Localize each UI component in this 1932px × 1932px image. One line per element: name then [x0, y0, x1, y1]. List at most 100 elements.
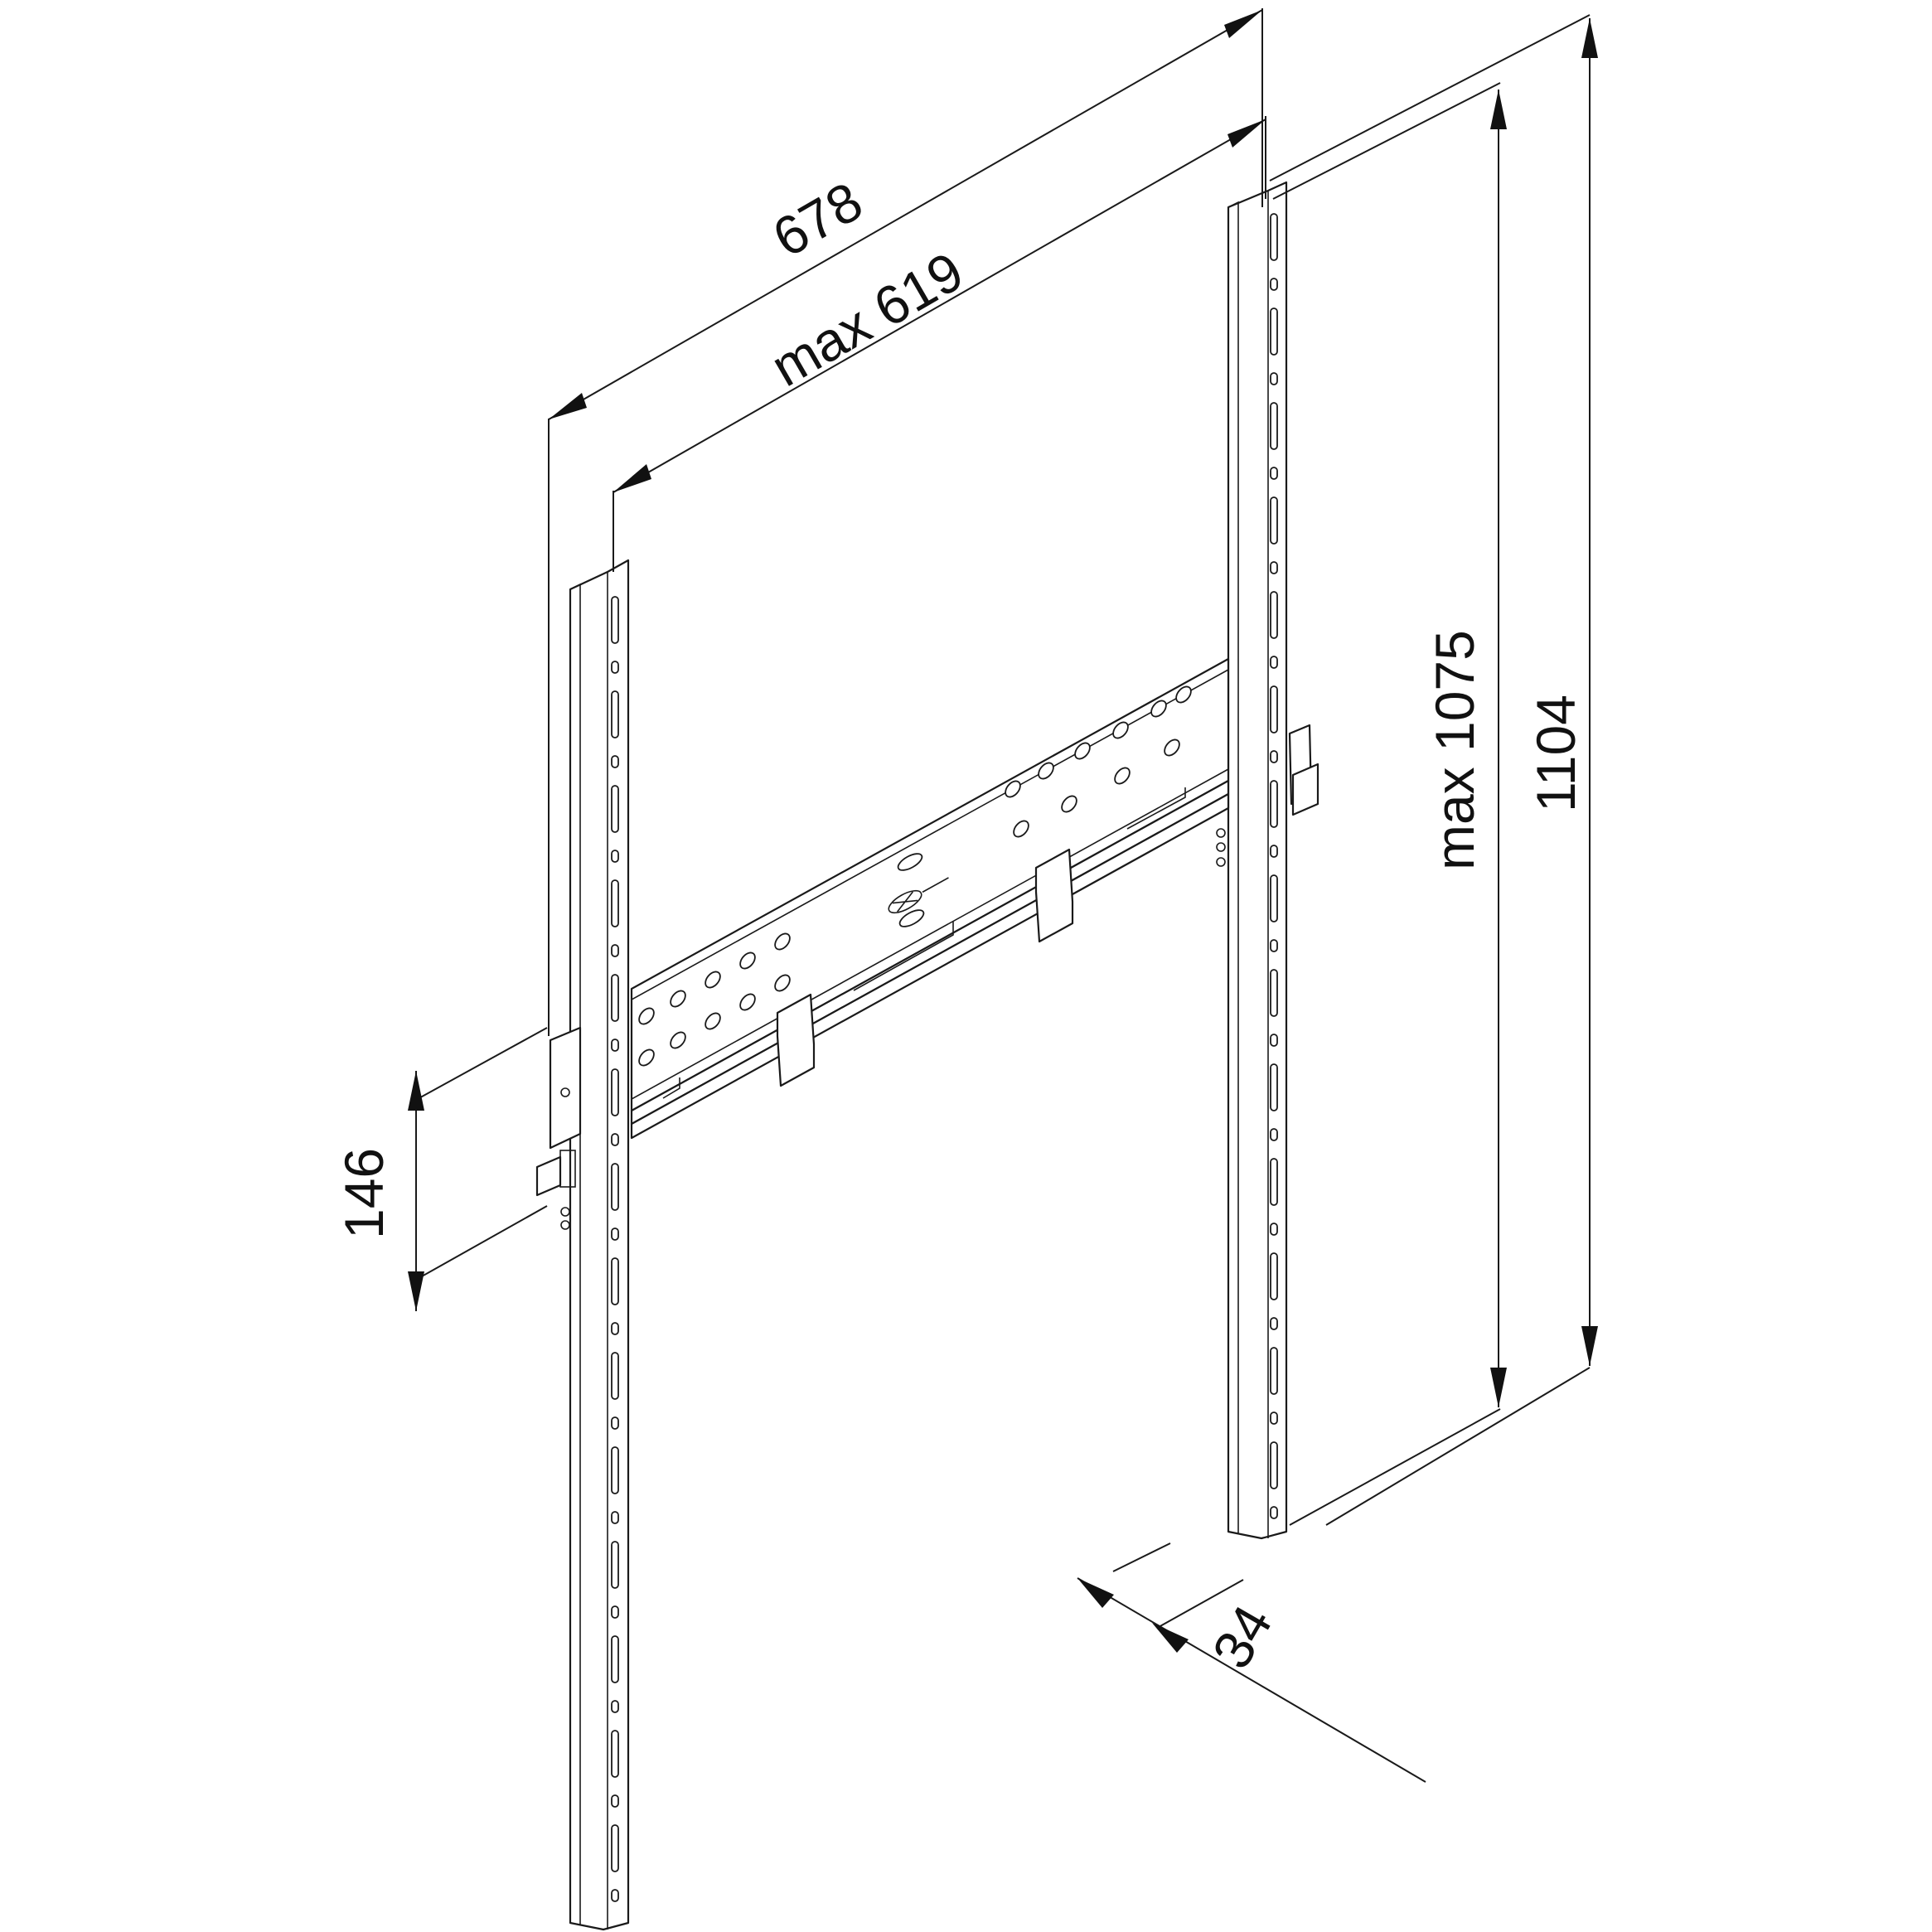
dimension-label-678: 678 — [763, 170, 872, 269]
rail-slot — [611, 1257, 619, 1305]
rail-slot — [611, 1068, 619, 1116]
plate-hole — [774, 932, 791, 951]
rail-slot — [1270, 939, 1278, 952]
left-rail — [569, 559, 630, 1931]
plate-hole — [739, 993, 756, 1011]
rail-slot — [611, 1511, 619, 1524]
rail-slot — [611, 690, 619, 738]
rail-slot — [611, 1700, 619, 1713]
plate-hole — [705, 1012, 721, 1030]
plate-mounting-holes — [638, 685, 1192, 1067]
rail-slot — [1270, 1223, 1278, 1236]
rail-slot — [611, 1794, 619, 1808]
plate-hole — [705, 971, 721, 989]
rail-slot — [1270, 685, 1278, 734]
rail-slot — [611, 1416, 619, 1430]
right-rail — [1227, 181, 1288, 1540]
plate-clamp-right — [1034, 848, 1074, 943]
rail-slot — [1270, 874, 1278, 922]
rail-slot — [611, 1824, 619, 1872]
dimension-max-width: max 619 — [613, 116, 1266, 572]
plate-hole — [1164, 738, 1180, 757]
rail-slot — [611, 944, 619, 957]
plate-hole — [1175, 685, 1192, 704]
right-rail-slots — [1270, 213, 1278, 1519]
plate-hole — [1061, 795, 1077, 813]
right-lock — [1216, 724, 1319, 867]
rail-slot — [611, 596, 619, 644]
rail-slot — [611, 1163, 619, 1211]
plate-hole — [774, 974, 791, 992]
rail-slot — [611, 1605, 619, 1619]
dimension-label-max-1075: max 1075 — [1424, 630, 1485, 870]
rail-slot — [611, 1039, 619, 1052]
rail-slot — [1270, 1411, 1278, 1425]
rail-slot — [1270, 1506, 1278, 1519]
dimension-label-34: 34 — [1200, 1595, 1284, 1678]
rail-slot — [1270, 213, 1278, 261]
rail-slot — [611, 1352, 619, 1400]
left-rail-slots — [611, 596, 619, 1902]
rail-slot — [1270, 780, 1278, 828]
rail-slot — [1270, 750, 1278, 763]
rail-slot — [1270, 496, 1278, 545]
rail-slot — [1270, 561, 1278, 574]
rail-slot — [611, 1227, 619, 1241]
rail-slot — [1270, 1063, 1278, 1111]
rail-slot — [611, 850, 619, 863]
rail-slot — [1270, 372, 1278, 385]
rail-slot — [1270, 467, 1278, 480]
plate-clamp-left — [776, 993, 816, 1087]
rail-slot — [1270, 591, 1278, 639]
dimension-label-1104: 1104 — [1525, 695, 1586, 812]
rail-slot — [611, 1322, 619, 1335]
rail-slot — [611, 755, 619, 768]
plate-center-hole — [897, 853, 923, 871]
rail-slot — [1270, 1034, 1278, 1047]
rail-slot — [611, 1133, 619, 1146]
plate-hole — [1013, 820, 1029, 838]
mounting-plate — [630, 657, 1230, 1140]
rail-slot — [1270, 845, 1278, 858]
plate-hole — [670, 1031, 686, 1049]
plate-hole — [1005, 780, 1021, 798]
rail-slot — [611, 785, 619, 833]
brand-logo — [888, 877, 949, 914]
plate-hole — [638, 1048, 655, 1067]
plate-hole — [1074, 742, 1091, 760]
rail-slot — [1270, 969, 1278, 1017]
plate-hole — [1114, 767, 1131, 785]
dimension-depth: 34 — [1077, 1542, 1426, 1783]
plate-hole — [1112, 721, 1129, 739]
dimension-max-height: max 1075 — [1272, 82, 1507, 1526]
left-lock — [535, 1026, 582, 1230]
rail-slot — [611, 879, 619, 927]
plate-hole — [670, 990, 686, 1008]
dimension-lock-spacing: 146 — [333, 1027, 548, 1311]
rail-slot — [611, 1889, 619, 1902]
plate-center-hole — [898, 909, 925, 927]
rail-slot — [1270, 402, 1278, 450]
rail-slot — [1270, 656, 1278, 669]
rail-slot — [1270, 1158, 1278, 1206]
rail-slot — [611, 1635, 619, 1683]
rail-slot — [1270, 1347, 1278, 1395]
rail-slot — [1270, 1252, 1278, 1300]
rail-slot — [611, 1541, 619, 1589]
rail-slot — [1270, 1128, 1278, 1141]
rail-slot — [1270, 278, 1278, 291]
plate-hole — [1150, 700, 1167, 718]
dimension-overall-height: 1104 — [1269, 14, 1598, 1526]
rail-slot — [611, 661, 619, 674]
plate-hole — [638, 1007, 655, 1025]
dimension-label-146: 146 — [333, 1148, 395, 1239]
rail-slot — [611, 1446, 619, 1494]
plate-hole — [739, 951, 756, 970]
rail-slot — [1270, 1317, 1278, 1330]
plate-hole — [1038, 762, 1054, 780]
rail-slot — [1270, 307, 1278, 356]
rail-slot — [611, 974, 619, 1022]
rail-slot — [611, 1730, 619, 1778]
rail-slot — [1270, 1441, 1278, 1489]
